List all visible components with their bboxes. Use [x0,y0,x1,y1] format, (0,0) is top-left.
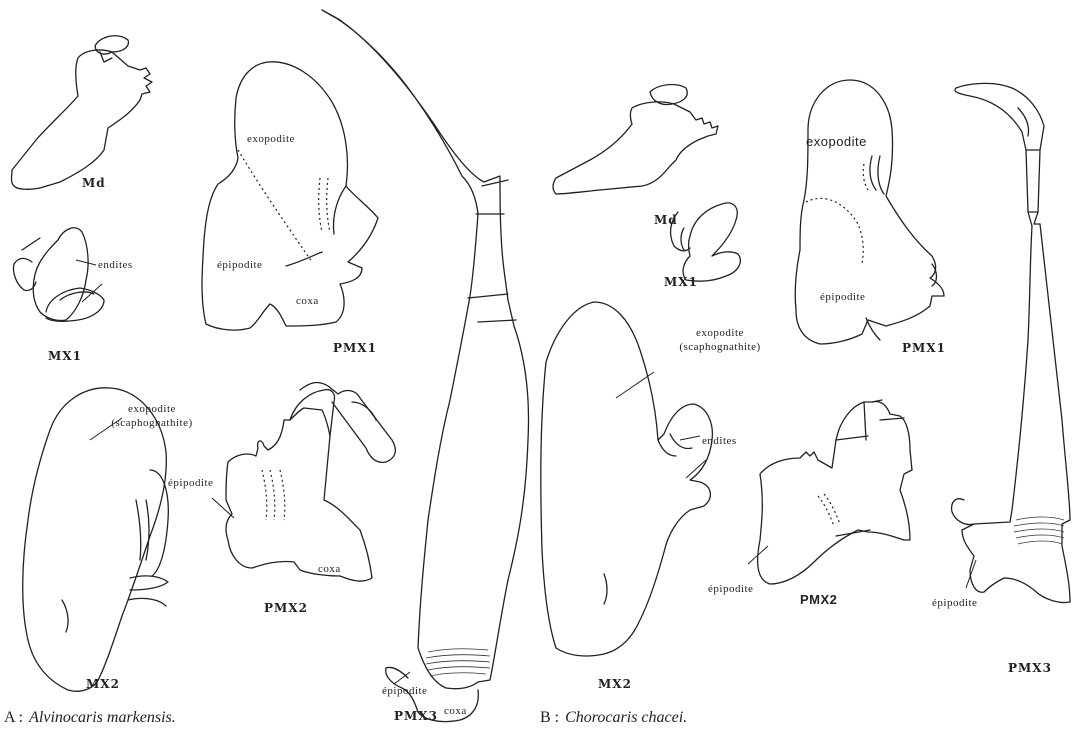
panel-a-pmx1-coxa-label: coxa [296,295,319,307]
panel-a-mx1-label: MX1 [48,349,82,363]
panel-a-pmx3-label: PMX3 [394,709,438,723]
panel-b-mx2-label: MX2 [598,677,632,691]
panel-b-pmx2-drawing [748,400,912,584]
panel-a-caption-letter: A : [4,709,23,726]
panel-b-mx1-label: MX1 [664,275,698,289]
panel-b-pmx3-drawing [952,83,1070,602]
panel-a-md-drawing [12,36,153,190]
panel-a-mx2-scaphognathite-label: (scaphognathite) [111,417,192,429]
panel-b-pmx3-epipodite-label: épipodite [932,597,977,609]
panel-a-pmx3-coxa-label: coxa [444,705,467,717]
panel-a-mx1-drawing [13,228,104,321]
panel-b-pmx2-epipodite-label: épipodite [708,583,753,595]
panel-a-mx2-exopodite-label: exopodite [128,403,176,415]
panel-b-endites-label: endites [702,435,737,447]
panel-a-pmx1-epipodite-label: épipodite [217,259,262,271]
panel-a-pmx2-coxa-label: coxa [318,563,341,575]
panel-a-mx2-label: MX2 [86,677,120,691]
panel-b-pmx1-drawing [795,80,944,344]
panel-a-md-label: Md [82,176,106,190]
panel-b-mx2-drawing [541,302,713,656]
panel-b-md-drawing [553,85,718,194]
panel-b: Md MX1 exopodite épipodite PMX1 [540,80,1070,726]
panel-b-pmx1-exopodite-label: exopodite [806,134,867,149]
panel-b-md-label: Md [654,213,678,227]
panel-b-mx2-scaphognathite-label: (scaphognathite) [679,341,760,353]
panel-a-pmx3-drawing [322,10,528,722]
panel-b-pmx1-epipodite-label: épipodite [820,291,865,303]
panel-b-mx2-exopodite-label: exopodite [696,327,744,339]
panel-b-pmx1-label: PMX1 [902,341,946,355]
panel-b-pmx2-label: PMX2 [800,592,837,607]
panel-b-pmx3-label: PMX3 [1008,661,1052,675]
panel-b-mx1-drawing [671,203,741,281]
panel-a-pmx1-exopodite-label: exopodite [247,133,295,145]
panel-a-pmx1-drawing [202,62,378,330]
panel-a-pmx3-epipodite-label: épipodite [382,685,427,697]
panel-a-endites-label: endites [98,259,133,271]
panel-b-caption-letter: B : [540,709,559,726]
panel-a-pmx1-label: PMX1 [333,341,377,355]
panel-a-mx2-drawing [23,388,169,691]
panel-b-caption-species: Chorocaris chacei. [565,709,687,726]
panel-a-pmx2-drawing [212,383,395,582]
panel-a-pmx2-epipodite-label: épipodite [168,477,213,489]
panel-a-pmx2-label: PMX2 [264,601,308,615]
panel-a-caption-species: Alvinocaris markensis. [28,709,176,726]
panel-a-caption: A : Alvinocaris markensis. [4,709,176,726]
panel-b-caption: B : Chorocaris chacei. [540,709,687,726]
panel-a: Md endites MX1 exopodite épipodite coxa … [4,10,528,726]
